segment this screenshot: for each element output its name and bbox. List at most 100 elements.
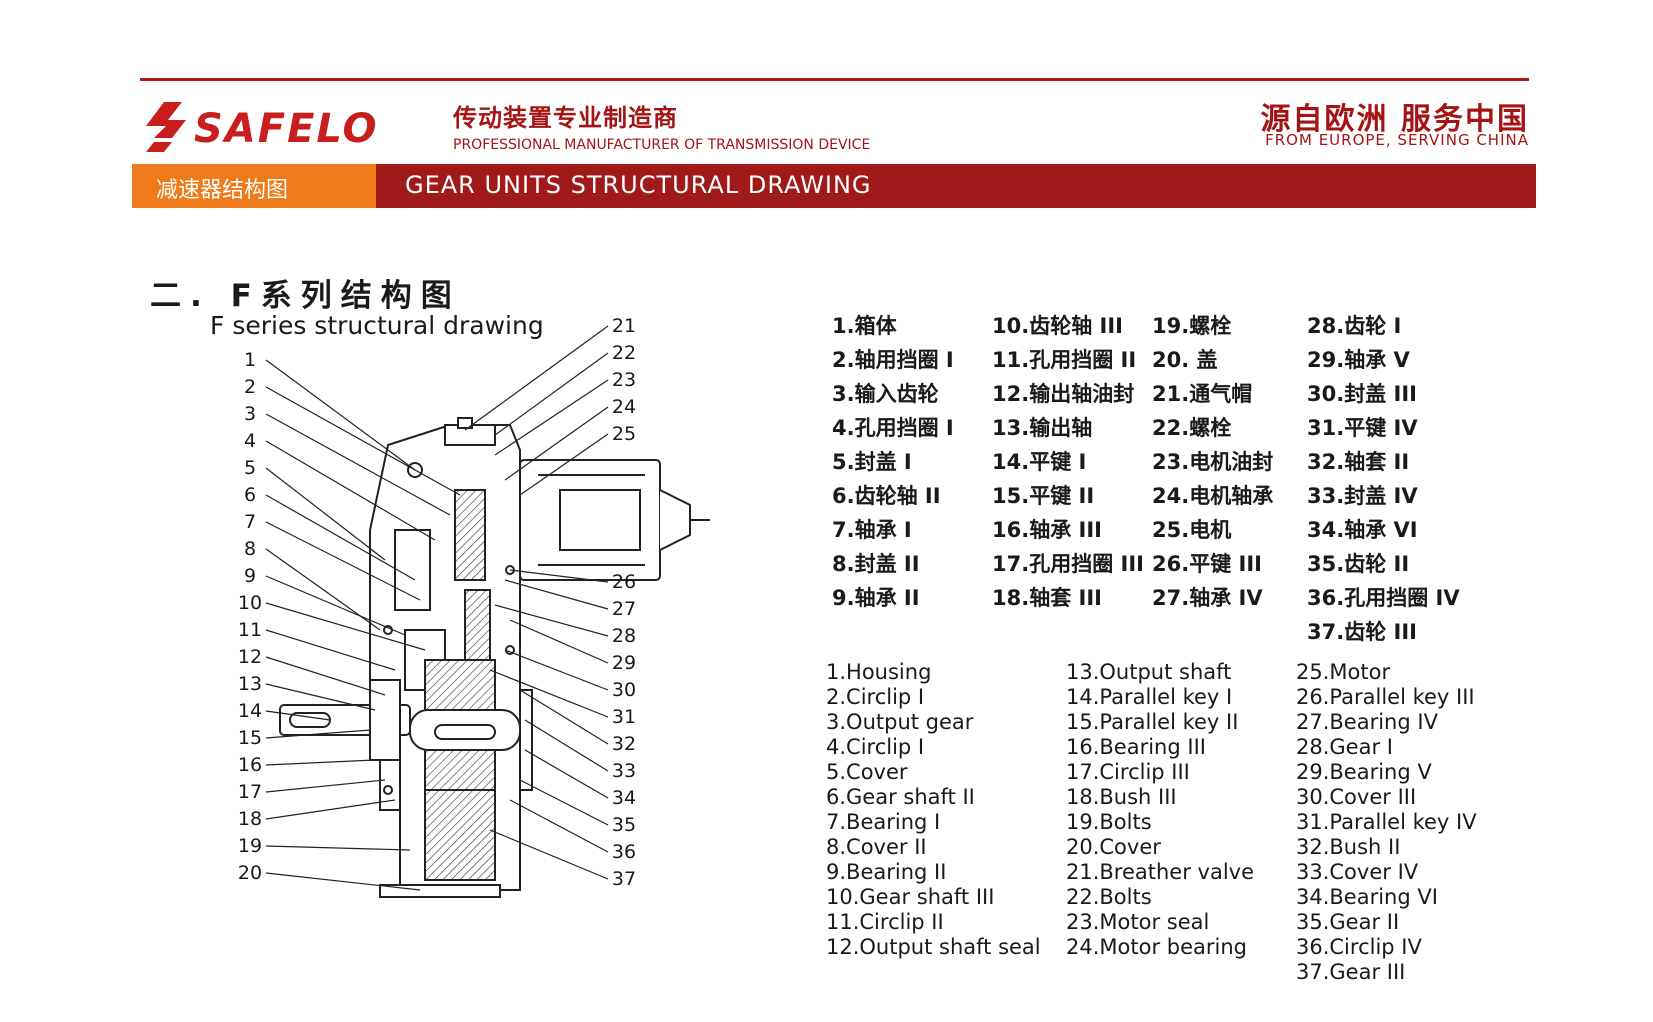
leader-line	[265, 845, 411, 851]
part-cn-item: 12.输出轴油封	[992, 382, 1135, 406]
leader-line	[524, 719, 609, 772]
part-en-item: 10.Gear shaft III	[826, 885, 995, 909]
part-cn-item: 24.电机轴承	[1152, 484, 1274, 508]
part-cn-item: 30.封盖 III	[1307, 382, 1417, 406]
leader-line	[265, 683, 376, 711]
part-en-item: 11.Circlip II	[826, 910, 944, 934]
band-title-cn: 减速器结构图	[156, 178, 289, 203]
slogan-en: FROM EUROPE, SERVING CHINA	[1265, 131, 1529, 149]
leader-line	[265, 413, 451, 516]
part-cn-item: 8.封盖 II	[832, 552, 920, 576]
part-cn-item: 28.齿轮 I	[1307, 314, 1402, 338]
callout-number: 33	[612, 760, 636, 782]
callout-number: 6	[244, 484, 256, 506]
part-cn-item: 18.轴套 III	[992, 586, 1102, 610]
part-en-item: 36.Circlip IV	[1296, 935, 1422, 959]
part-en-item: 30.Cover III	[1296, 785, 1417, 809]
part-cn-item: 10.齿轮轴 III	[992, 314, 1123, 338]
part-en-item: 18.Bush III	[1066, 785, 1177, 809]
callout-number: 2	[244, 376, 256, 398]
part-cn-item: 32.轴套 II	[1307, 450, 1410, 474]
leader-line	[519, 433, 609, 496]
leader-line	[265, 710, 331, 721]
leader-line	[519, 779, 609, 826]
part-cn-item: 11.孔用挡圈 II	[992, 348, 1137, 372]
part-cn-item: 14.平键 I	[992, 450, 1087, 474]
callout-number: 21	[612, 315, 636, 337]
header-rule	[140, 78, 1529, 81]
part-en-item: 19.Bolts	[1066, 810, 1152, 834]
callout-number: 13	[238, 673, 262, 695]
leader-line	[265, 386, 461, 496]
part-en-item: 25.Motor	[1296, 660, 1391, 684]
leader-line	[494, 352, 609, 436]
part-cn-item: 36.孔用挡圈 IV	[1307, 586, 1460, 610]
callout-number: 16	[238, 754, 262, 776]
callout-number: 15	[238, 727, 262, 749]
leader-line	[265, 548, 381, 631]
leader-line	[265, 467, 386, 561]
leader-line	[504, 406, 609, 481]
part-en-item: 37.Gear III	[1296, 960, 1406, 984]
callout-number: 18	[238, 808, 262, 830]
callout-number: 11	[238, 619, 262, 641]
leader-line	[464, 325, 609, 431]
callout-number: 20	[238, 862, 262, 884]
leader-line	[489, 829, 609, 880]
part-en-item: 32.Bush II	[1296, 835, 1401, 859]
part-en-item: 33.Cover IV	[1296, 860, 1419, 884]
callout-number: 10	[238, 592, 262, 614]
callout-number: 34	[612, 787, 636, 809]
part-en-item: 23.Motor seal	[1066, 910, 1210, 934]
part-cn-item: 29.轴承 V	[1307, 348, 1410, 372]
callout-number: 5	[244, 457, 256, 479]
section-title-cn: 二. F系列结构图	[150, 278, 461, 314]
leader-line	[509, 619, 609, 664]
callout-number: 17	[238, 781, 262, 803]
part-cn-item: 17.孔用挡圈 III	[992, 552, 1144, 576]
part-cn-item: 15.平键 II	[992, 484, 1095, 508]
leader-line	[509, 569, 609, 583]
part-en-item: 26.Parallel key III	[1296, 685, 1475, 709]
callout-number: 22	[612, 342, 636, 364]
leader-line	[524, 749, 609, 799]
part-cn-item: 19.螺栓	[1152, 314, 1232, 338]
part-en-item: 13.Output shaft	[1066, 660, 1232, 684]
part-cn-item: 26.平键 III	[1152, 552, 1262, 576]
part-cn-item: 2.轴用挡圈 I	[832, 348, 954, 372]
callout-number: 1	[244, 349, 256, 371]
callout-number: 8	[244, 538, 256, 560]
part-en-item: 8.Cover II	[826, 835, 927, 859]
tagline-en: PROFESSIONAL MANUFACTURER OF TRANSMISSIO…	[453, 137, 871, 153]
callout-number: 26	[612, 571, 636, 593]
part-en-item: 4.Circlip I	[826, 735, 925, 759]
part-en-item: 21.Breather valve	[1066, 860, 1255, 884]
part-cn-item: 4.孔用挡圈 I	[832, 416, 954, 440]
callout-number: 4	[244, 430, 256, 452]
leader-line	[265, 359, 416, 471]
leader-line	[265, 440, 436, 541]
part-cn-item: 21.通气帽	[1152, 382, 1253, 406]
callout-number: 37	[612, 868, 636, 890]
part-cn-item: 7.轴承 I	[832, 518, 912, 542]
leader-line	[509, 799, 609, 853]
part-cn-item: 1.箱体	[832, 314, 897, 338]
gear-unit-illustration	[279, 417, 710, 898]
callout-number: 3	[244, 403, 256, 425]
leader-line	[265, 872, 421, 891]
callout-number: 35	[612, 814, 636, 836]
part-en-item: 12.Output shaft seal	[826, 935, 1041, 959]
part-en-item: 7.Bearing I	[826, 810, 941, 834]
part-en-item: 20.Cover	[1066, 835, 1161, 859]
part-cn-item: 27.轴承 IV	[1152, 586, 1263, 610]
leader-line	[265, 799, 396, 820]
callout-number: 27	[612, 598, 636, 620]
leader-line	[504, 579, 609, 610]
callout-number: 29	[612, 652, 636, 674]
brand-logo: SAFELO	[142, 98, 442, 154]
part-en-item: 24.Motor bearing	[1066, 935, 1247, 959]
leader-line	[265, 779, 386, 793]
callout-number: 7	[244, 511, 256, 533]
part-en-item: 27.Bearing IV	[1296, 710, 1438, 734]
